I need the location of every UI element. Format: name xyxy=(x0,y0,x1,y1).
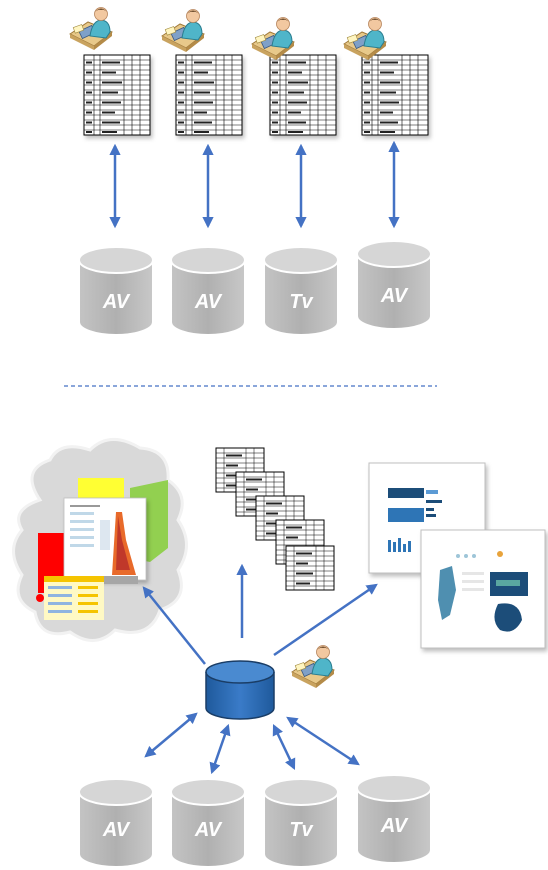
central-database-icon xyxy=(205,660,275,720)
database-icon: Tv xyxy=(263,246,339,336)
database-label: Tv xyxy=(289,819,314,841)
database-label: AV xyxy=(380,285,409,307)
database-label: AV xyxy=(102,291,131,313)
database-label: AV xyxy=(194,819,223,841)
sync-arrow xyxy=(272,723,296,771)
database-label: AV xyxy=(194,291,223,313)
cloud-icon xyxy=(12,438,188,642)
person-at-desk-icon xyxy=(343,17,387,61)
database-icon: AV xyxy=(356,774,432,864)
database-label: Tv xyxy=(289,291,314,313)
output-arrow xyxy=(142,586,206,665)
sync-arrow xyxy=(209,723,231,775)
source-spreadsheet xyxy=(175,54,243,136)
source-spreadsheet xyxy=(361,54,429,136)
database-label: AV xyxy=(380,815,409,837)
database-label: AV xyxy=(102,819,131,841)
sync-arrow xyxy=(286,716,360,766)
database-icon: AV xyxy=(170,246,246,336)
sync-arrow xyxy=(144,712,198,758)
output-arrow xyxy=(273,583,378,657)
top-section: AV AV Tv AV xyxy=(69,7,432,336)
table-document-icon xyxy=(44,576,104,620)
person-at-desk-icon xyxy=(69,7,113,51)
person-at-desk-icon xyxy=(291,645,335,689)
database-icon: Tv xyxy=(263,778,339,868)
database-icon: AV xyxy=(356,240,432,330)
database-icon: AV xyxy=(170,778,246,868)
dashboard-report-icon xyxy=(420,529,546,649)
person-at-desk-icon xyxy=(161,9,205,53)
source-spreadsheet xyxy=(83,54,151,136)
database-icon: AV xyxy=(78,246,154,336)
spreadsheet-stack-icon xyxy=(215,447,335,591)
person-at-desk-icon xyxy=(251,17,295,61)
bottom-section: AV AV Tv AV xyxy=(12,438,546,868)
report-page-icon xyxy=(63,497,147,581)
database-icon: AV xyxy=(78,778,154,868)
source-spreadsheet xyxy=(269,54,337,136)
document-icon xyxy=(78,478,124,500)
